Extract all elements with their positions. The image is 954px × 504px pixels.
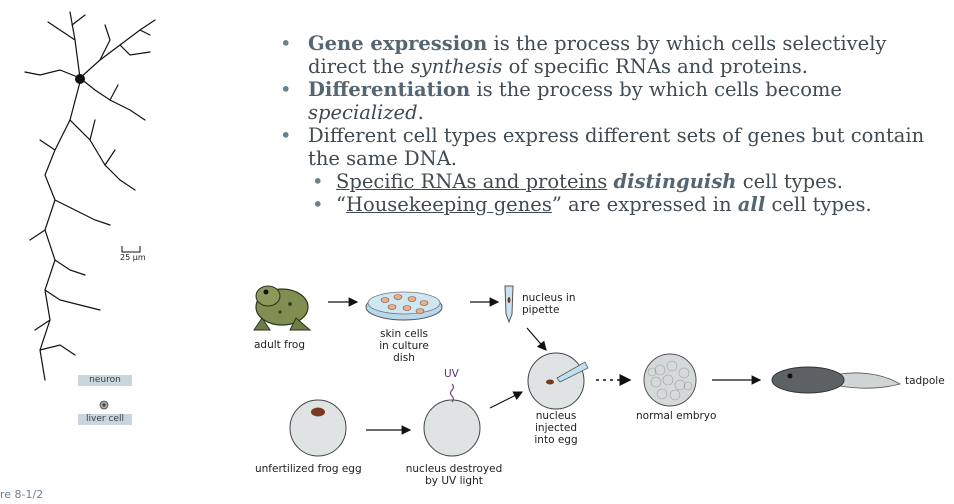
destroyed-egg-drawing xyxy=(423,399,481,457)
liver-cell-icon xyxy=(99,400,109,410)
arrow xyxy=(526,327,547,351)
nucleus-destroyed-label: nucleus destroyed by UV light xyxy=(405,463,503,487)
tadpole-label: tadpole xyxy=(905,375,945,387)
normal-embryo-label: normal embryo xyxy=(636,410,717,422)
bullet-gene-expression: • Gene expression is the process by whic… xyxy=(280,32,887,78)
bullet-dot: • xyxy=(280,124,292,147)
pipette-drawing xyxy=(504,285,514,324)
injected-egg-drawing xyxy=(527,352,589,410)
nucleus-injected-label: nucleus injected into egg xyxy=(534,410,578,446)
bullet-differentiation: • Differentiation is the process by whic… xyxy=(280,78,842,124)
uv-label: UV xyxy=(444,368,459,380)
neuron-drawing xyxy=(24,11,156,381)
bullet-dot: • xyxy=(312,193,324,216)
neuron-soma xyxy=(75,74,85,84)
culture-dish-drawing xyxy=(365,291,443,321)
scale-bar xyxy=(121,246,141,253)
adult-frog-drawing xyxy=(253,285,312,331)
scale-label: 25 µm xyxy=(120,253,146,262)
skin-cells-label: skin cells in culture dish xyxy=(379,328,429,364)
embryo-drawing xyxy=(643,353,697,407)
subbullet-housekeeping: • “Housekeeping genes” are expressed in … xyxy=(312,193,872,216)
bullet-cell-types: • Different cell types express different… xyxy=(280,124,925,170)
arrow xyxy=(489,391,524,409)
unfertilized-egg-label: unfertilized frog egg xyxy=(255,463,362,475)
bullet-dot: • xyxy=(280,78,292,101)
adult-frog-label: adult frog xyxy=(254,339,305,351)
bullet-list: • Gene expression is the process by whic… xyxy=(280,32,950,216)
bullet-dot: • xyxy=(312,170,324,193)
uv-wave-icon xyxy=(449,383,455,403)
tadpole-drawing xyxy=(771,366,902,394)
bullet-dot: • xyxy=(280,32,292,55)
subbullet-distinguish: • Specific RNAs and proteins distinguish… xyxy=(312,170,843,193)
neuron-label: neuron xyxy=(78,375,132,386)
nucleus-pipette-label: nucleus in pipette xyxy=(522,292,576,316)
unfertilized-egg-drawing xyxy=(289,399,347,457)
liver-cell-label: liver cell xyxy=(78,414,132,425)
figure-label: re 8-1/2 xyxy=(0,488,44,501)
